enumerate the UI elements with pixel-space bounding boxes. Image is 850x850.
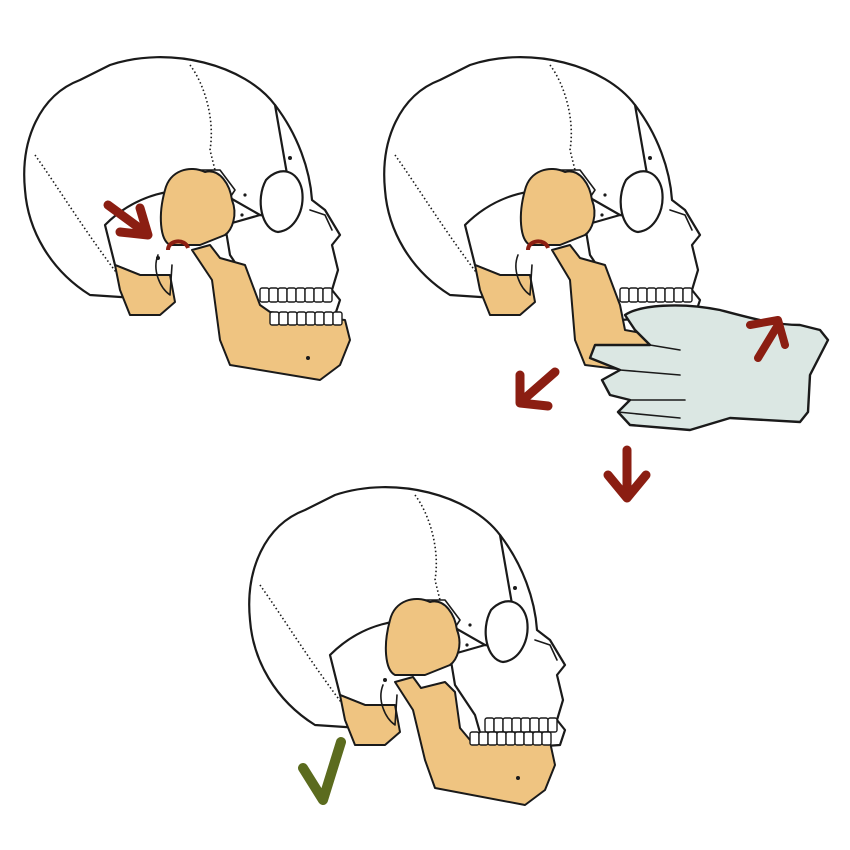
- panel-reduced: [248, 486, 567, 806]
- arrow-down-left-icon: [515, 367, 560, 411]
- arrow-up-right-icon: [746, 316, 789, 362]
- glove-hand-icon: [588, 304, 830, 432]
- checkmark-icon: [298, 737, 346, 805]
- skull-icon: [248, 486, 567, 806]
- panel-dislocated: [23, 56, 351, 381]
- arrow-back-right-icon: [103, 200, 153, 240]
- skull-icon: [23, 56, 351, 381]
- panel-reduction: [383, 56, 830, 503]
- arrow-down-icon: [603, 445, 651, 503]
